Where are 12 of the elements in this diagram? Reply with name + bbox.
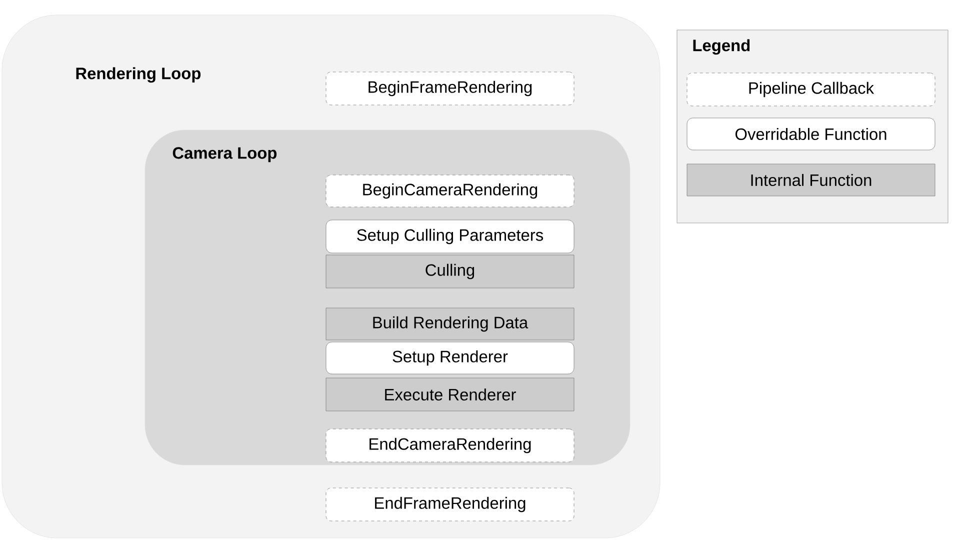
callback-box: EndFrameRendering <box>326 488 574 522</box>
callback-box: EndCameraRendering <box>326 428 574 462</box>
callback-box: BeginCameraRendering <box>326 174 574 208</box>
function-box: Setup Culling Parameters <box>326 220 574 254</box>
legend-item: Pipeline Callback <box>686 72 936 106</box>
function-box: Build Rendering Data <box>326 308 574 340</box>
callback-box: BeginFrameRendering <box>326 72 574 106</box>
function-box: Execute Renderer <box>326 378 574 412</box>
function-box: Culling <box>326 254 574 288</box>
legend-item: Overridable Function <box>686 118 936 150</box>
function-box: Setup Renderer <box>326 342 574 374</box>
legend-item: Internal Function <box>686 164 936 196</box>
